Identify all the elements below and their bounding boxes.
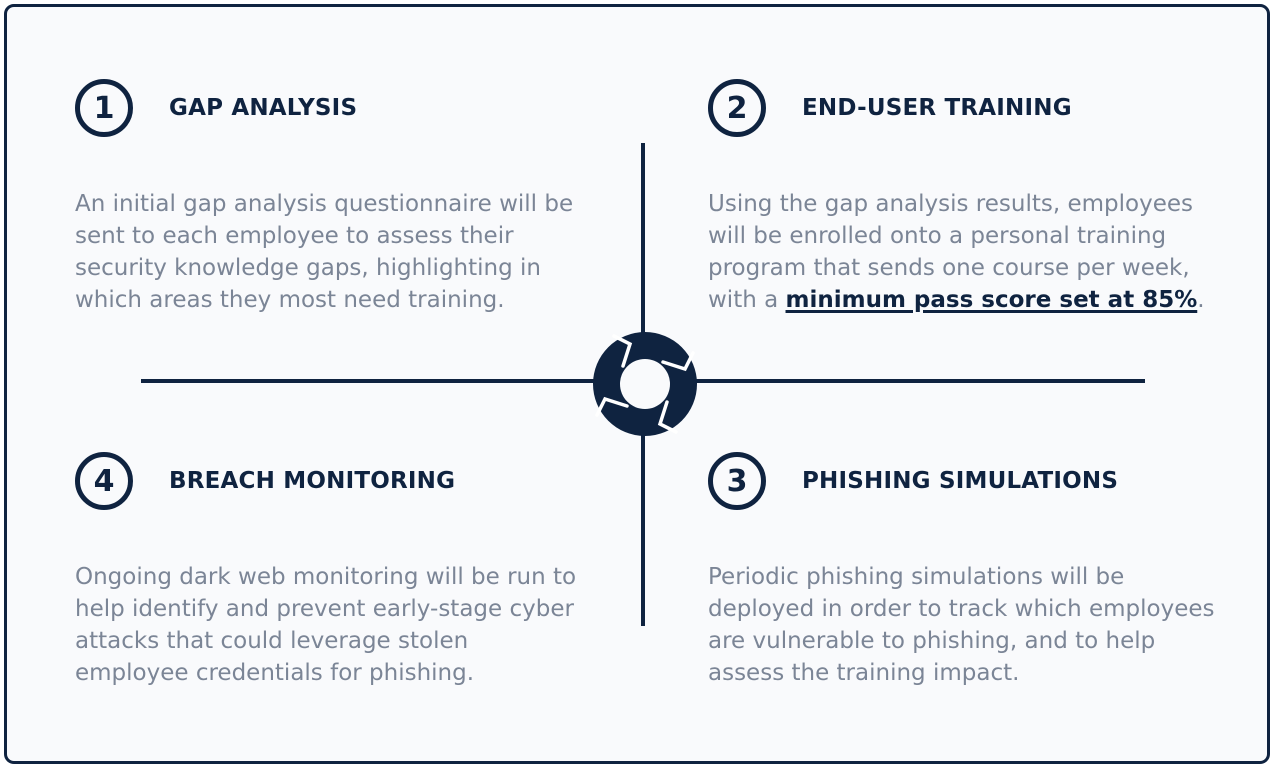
step-description: Periodic phishing simulations will be de… <box>708 564 1215 686</box>
step-number-badge: 1 <box>75 79 133 137</box>
process-card: 1 GAP ANALYSIS An initial gap analysis q… <box>4 4 1270 764</box>
step-description: An initial gap analysis questionnaire wi… <box>75 191 574 313</box>
step-title: BREACH MONITORING <box>169 468 456 494</box>
step-breach-monitoring: 4 BREACH MONITORING Ongoing dark web mon… <box>75 447 595 689</box>
step-number-badge: 2 <box>708 79 766 137</box>
step-title: PHISHING SIMULATIONS <box>802 468 1119 494</box>
description-text-end: . <box>1197 287 1205 313</box>
step-gap-analysis: 1 GAP ANALYSIS An initial gap analysis q… <box>75 74 595 316</box>
step-end-user-training: 2 END-USER TRAINING Using the gap analys… <box>708 74 1228 316</box>
step-title: GAP ANALYSIS <box>169 95 358 121</box>
step-header: 3 PHISHING SIMULATIONS <box>708 447 1228 515</box>
step-title: END-USER TRAINING <box>802 95 1072 121</box>
step-header: 1 GAP ANALYSIS <box>75 74 595 142</box>
pass-score-highlight: minimum pass score set at 85% <box>785 287 1198 313</box>
step-header: 2 END-USER TRAINING <box>708 74 1228 142</box>
cycle-arrows-icon <box>591 330 699 438</box>
description-text: Using the gap analysis results, employee… <box>708 191 1193 313</box>
step-description: Ongoing dark web monitoring will be run … <box>75 564 577 686</box>
step-number-badge: 3 <box>708 452 766 510</box>
step-number-badge: 4 <box>75 452 133 510</box>
step-phishing-simulations: 3 PHISHING SIMULATIONS Periodic phishing… <box>708 447 1228 689</box>
step-header: 4 BREACH MONITORING <box>75 447 595 515</box>
step-description: Using the gap analysis results, employee… <box>708 188 1218 316</box>
